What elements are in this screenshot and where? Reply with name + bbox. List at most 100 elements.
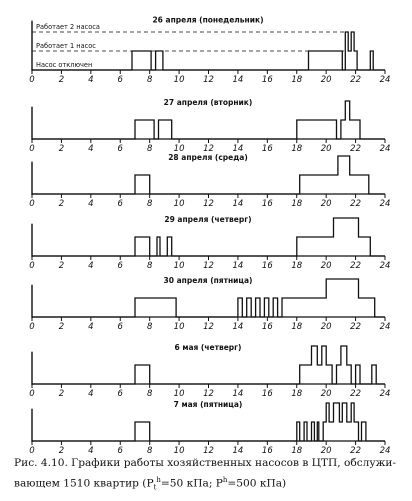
x-tick-label: 2 <box>59 75 64 85</box>
x-tick-label: 10 <box>174 261 185 271</box>
x-tick-label: 14 <box>233 199 244 209</box>
x-tick-label: 18 <box>291 389 302 399</box>
x-tick-label: 16 <box>262 75 273 85</box>
x-tick-label: 20 <box>321 261 332 271</box>
panel-title: 7 мая (пятница) <box>174 400 243 409</box>
pump-step-series <box>32 278 385 318</box>
x-tick-label: 8 <box>147 322 153 332</box>
x-tick-label: 8 <box>147 261 153 271</box>
x-tick-label: 24 <box>380 322 391 332</box>
x-tick-label: 14 <box>233 322 244 332</box>
x-tick-label: 8 <box>147 75 153 85</box>
x-tick-label: 2 <box>59 261 64 271</box>
x-tick-label: 10 <box>174 144 185 154</box>
pump-step-series <box>32 217 385 257</box>
caption-line-1: Рис. 4.10. Графики работы хозяйственных … <box>14 457 396 469</box>
x-tick-label: 6 <box>118 389 124 399</box>
x-tick-label: 4 <box>88 322 93 332</box>
x-tick-label: 10 <box>174 199 185 209</box>
pump-step-series <box>32 345 385 385</box>
x-tick-label: 14 <box>233 446 244 455</box>
x-tick-label: 24 <box>380 389 391 399</box>
x-tick-label: 4 <box>88 389 93 399</box>
x-tick-label: 6 <box>118 446 124 455</box>
caption-line-2b: =50 кПа; P <box>160 477 223 490</box>
level-label: Работает 2 насоса <box>36 23 100 31</box>
x-tick-label: 0 <box>29 389 34 399</box>
figure-caption: Рис. 4.10. Графики работы хозяйственных … <box>14 455 406 497</box>
x-tick-label: 4 <box>88 261 93 271</box>
x-tick-label: 0 <box>29 322 34 332</box>
x-tick-label: 24 <box>380 144 391 154</box>
x-tick-label: 8 <box>147 199 153 209</box>
x-tick-label: 0 <box>29 446 34 455</box>
x-tick-label: 8 <box>147 389 153 399</box>
x-tick-label: 6 <box>118 144 124 154</box>
x-tick-label: 2 <box>59 446 64 455</box>
x-tick-label: 20 <box>321 446 332 455</box>
x-tick-label: 24 <box>380 75 391 85</box>
x-tick-label: 22 <box>350 389 361 399</box>
x-tick-label: 22 <box>350 261 361 271</box>
x-tick-label: 14 <box>233 389 244 399</box>
x-tick-label: 22 <box>350 75 361 85</box>
x-tick-label: 0 <box>29 144 34 154</box>
panel-title: 27 апреля (вторник) <box>164 98 253 107</box>
caption-sup-h2: h <box>222 476 228 484</box>
x-tick-label: 20 <box>321 144 332 154</box>
caption-line-2a: вающем 1510 квартир (P <box>14 477 154 490</box>
x-tick-label: 16 <box>262 322 273 332</box>
x-tick-label: 2 <box>59 144 64 154</box>
x-tick-label: 4 <box>88 144 93 154</box>
panel-title: 29 апреля (четверг) <box>164 215 251 224</box>
panel-title: 28 апреля (среда) <box>168 153 248 162</box>
x-tick-label: 10 <box>174 446 185 455</box>
x-tick-label: 12 <box>203 261 214 271</box>
x-tick-label: 18 <box>291 199 302 209</box>
x-tick-label: 16 <box>262 446 273 455</box>
x-tick-label: 2 <box>59 389 64 399</box>
x-tick-label: 10 <box>174 389 185 399</box>
level-label: Насос отключен <box>36 61 92 69</box>
x-tick-label: 24 <box>380 261 391 271</box>
x-tick-label: 6 <box>118 261 124 271</box>
pump-step-series <box>32 402 385 442</box>
x-tick-label: 12 <box>203 199 214 209</box>
x-tick-label: 16 <box>262 389 273 399</box>
x-tick-label: 4 <box>88 199 93 209</box>
pump-step-series <box>32 100 385 140</box>
x-tick-label: 8 <box>147 144 153 154</box>
pump-step-series <box>32 155 385 195</box>
x-tick-label: 20 <box>321 322 332 332</box>
x-tick-label: 18 <box>291 446 302 455</box>
x-tick-label: 2 <box>59 199 64 209</box>
x-tick-label: 6 <box>118 322 124 332</box>
x-tick-label: 12 <box>203 389 214 399</box>
x-tick-label: 0 <box>29 199 34 209</box>
panel-title: 30 апреля (пятница) <box>164 276 253 285</box>
caption-sup-h1: h <box>156 476 161 484</box>
x-tick-label: 12 <box>203 446 214 455</box>
x-tick-label: 24 <box>380 199 391 209</box>
x-tick-label: 8 <box>147 446 153 455</box>
x-tick-label: 22 <box>350 446 361 455</box>
x-tick-label: 16 <box>262 144 273 154</box>
x-tick-label: 2 <box>59 322 64 332</box>
caption-sub-t: t <box>153 483 157 492</box>
x-tick-label: 6 <box>118 75 124 85</box>
x-tick-label: 18 <box>291 75 302 85</box>
x-tick-label: 12 <box>203 144 214 154</box>
x-tick-label: 6 <box>118 199 124 209</box>
x-tick-label: 4 <box>88 75 93 85</box>
caption-line-2c: =500 кПа) <box>227 477 287 490</box>
pump-step-series <box>32 31 385 71</box>
x-tick-label: 14 <box>233 261 244 271</box>
x-tick-label: 16 <box>262 261 273 271</box>
x-tick-label: 14 <box>233 75 244 85</box>
x-tick-label: 20 <box>321 75 332 85</box>
x-tick-label: 22 <box>350 144 361 154</box>
x-tick-label: 18 <box>291 261 302 271</box>
x-tick-label: 0 <box>29 75 34 85</box>
x-tick-label: 0 <box>29 261 34 271</box>
